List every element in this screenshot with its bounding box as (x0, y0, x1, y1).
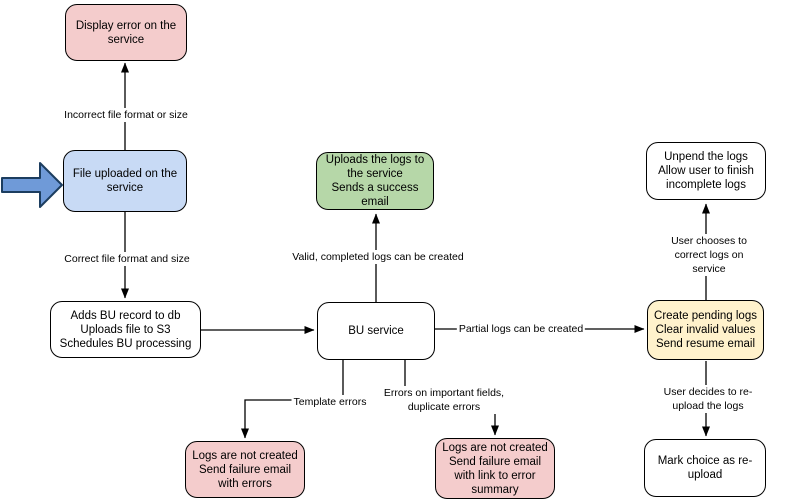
edge-label-incorrect-file: Incorrect file format or size (62, 108, 190, 122)
node-create-pending-logs: Create pending logs Clear invalid values… (647, 300, 764, 360)
node-uploads-logs-success: Uploads the logs to the service Sends a … (316, 152, 434, 210)
edge-label-user-chooses: User chooses to correct logs on service (663, 234, 755, 276)
node-bu-service: BU service (317, 302, 435, 360)
node-adds-bu-record: Adds BU record to db Uploads file to S3 … (50, 301, 201, 358)
node-logs-not-created-errors: Logs are not created Send failure email … (185, 441, 305, 498)
node-logs-not-created-summary: Logs are not created Send failure email … (435, 438, 555, 499)
edge-label-partial-logs: Partial logs can be created (456, 322, 586, 336)
edge-label-user-decides: User decides to re-upload the logs (661, 385, 755, 413)
node-display-error-on-service: Display error on the service (65, 4, 187, 61)
edge-label-errors-important: Errors on important fields, duplicate er… (381, 386, 507, 414)
node-mark-choice-reupload: Mark choice as re- upload (644, 439, 766, 497)
edge-label-valid-completed: Valid, completed logs can be created (290, 250, 466, 264)
node-file-uploaded-on-service: File uploaded on the service (63, 150, 187, 212)
entry-arrow-icon (1, 162, 63, 208)
node-unpend-logs: Unpend the logs Allow user to finish inc… (646, 142, 766, 200)
edge-label-correct-file: Correct file format and size (62, 252, 192, 266)
edge-label-template-errors: Template errors (291, 395, 369, 409)
